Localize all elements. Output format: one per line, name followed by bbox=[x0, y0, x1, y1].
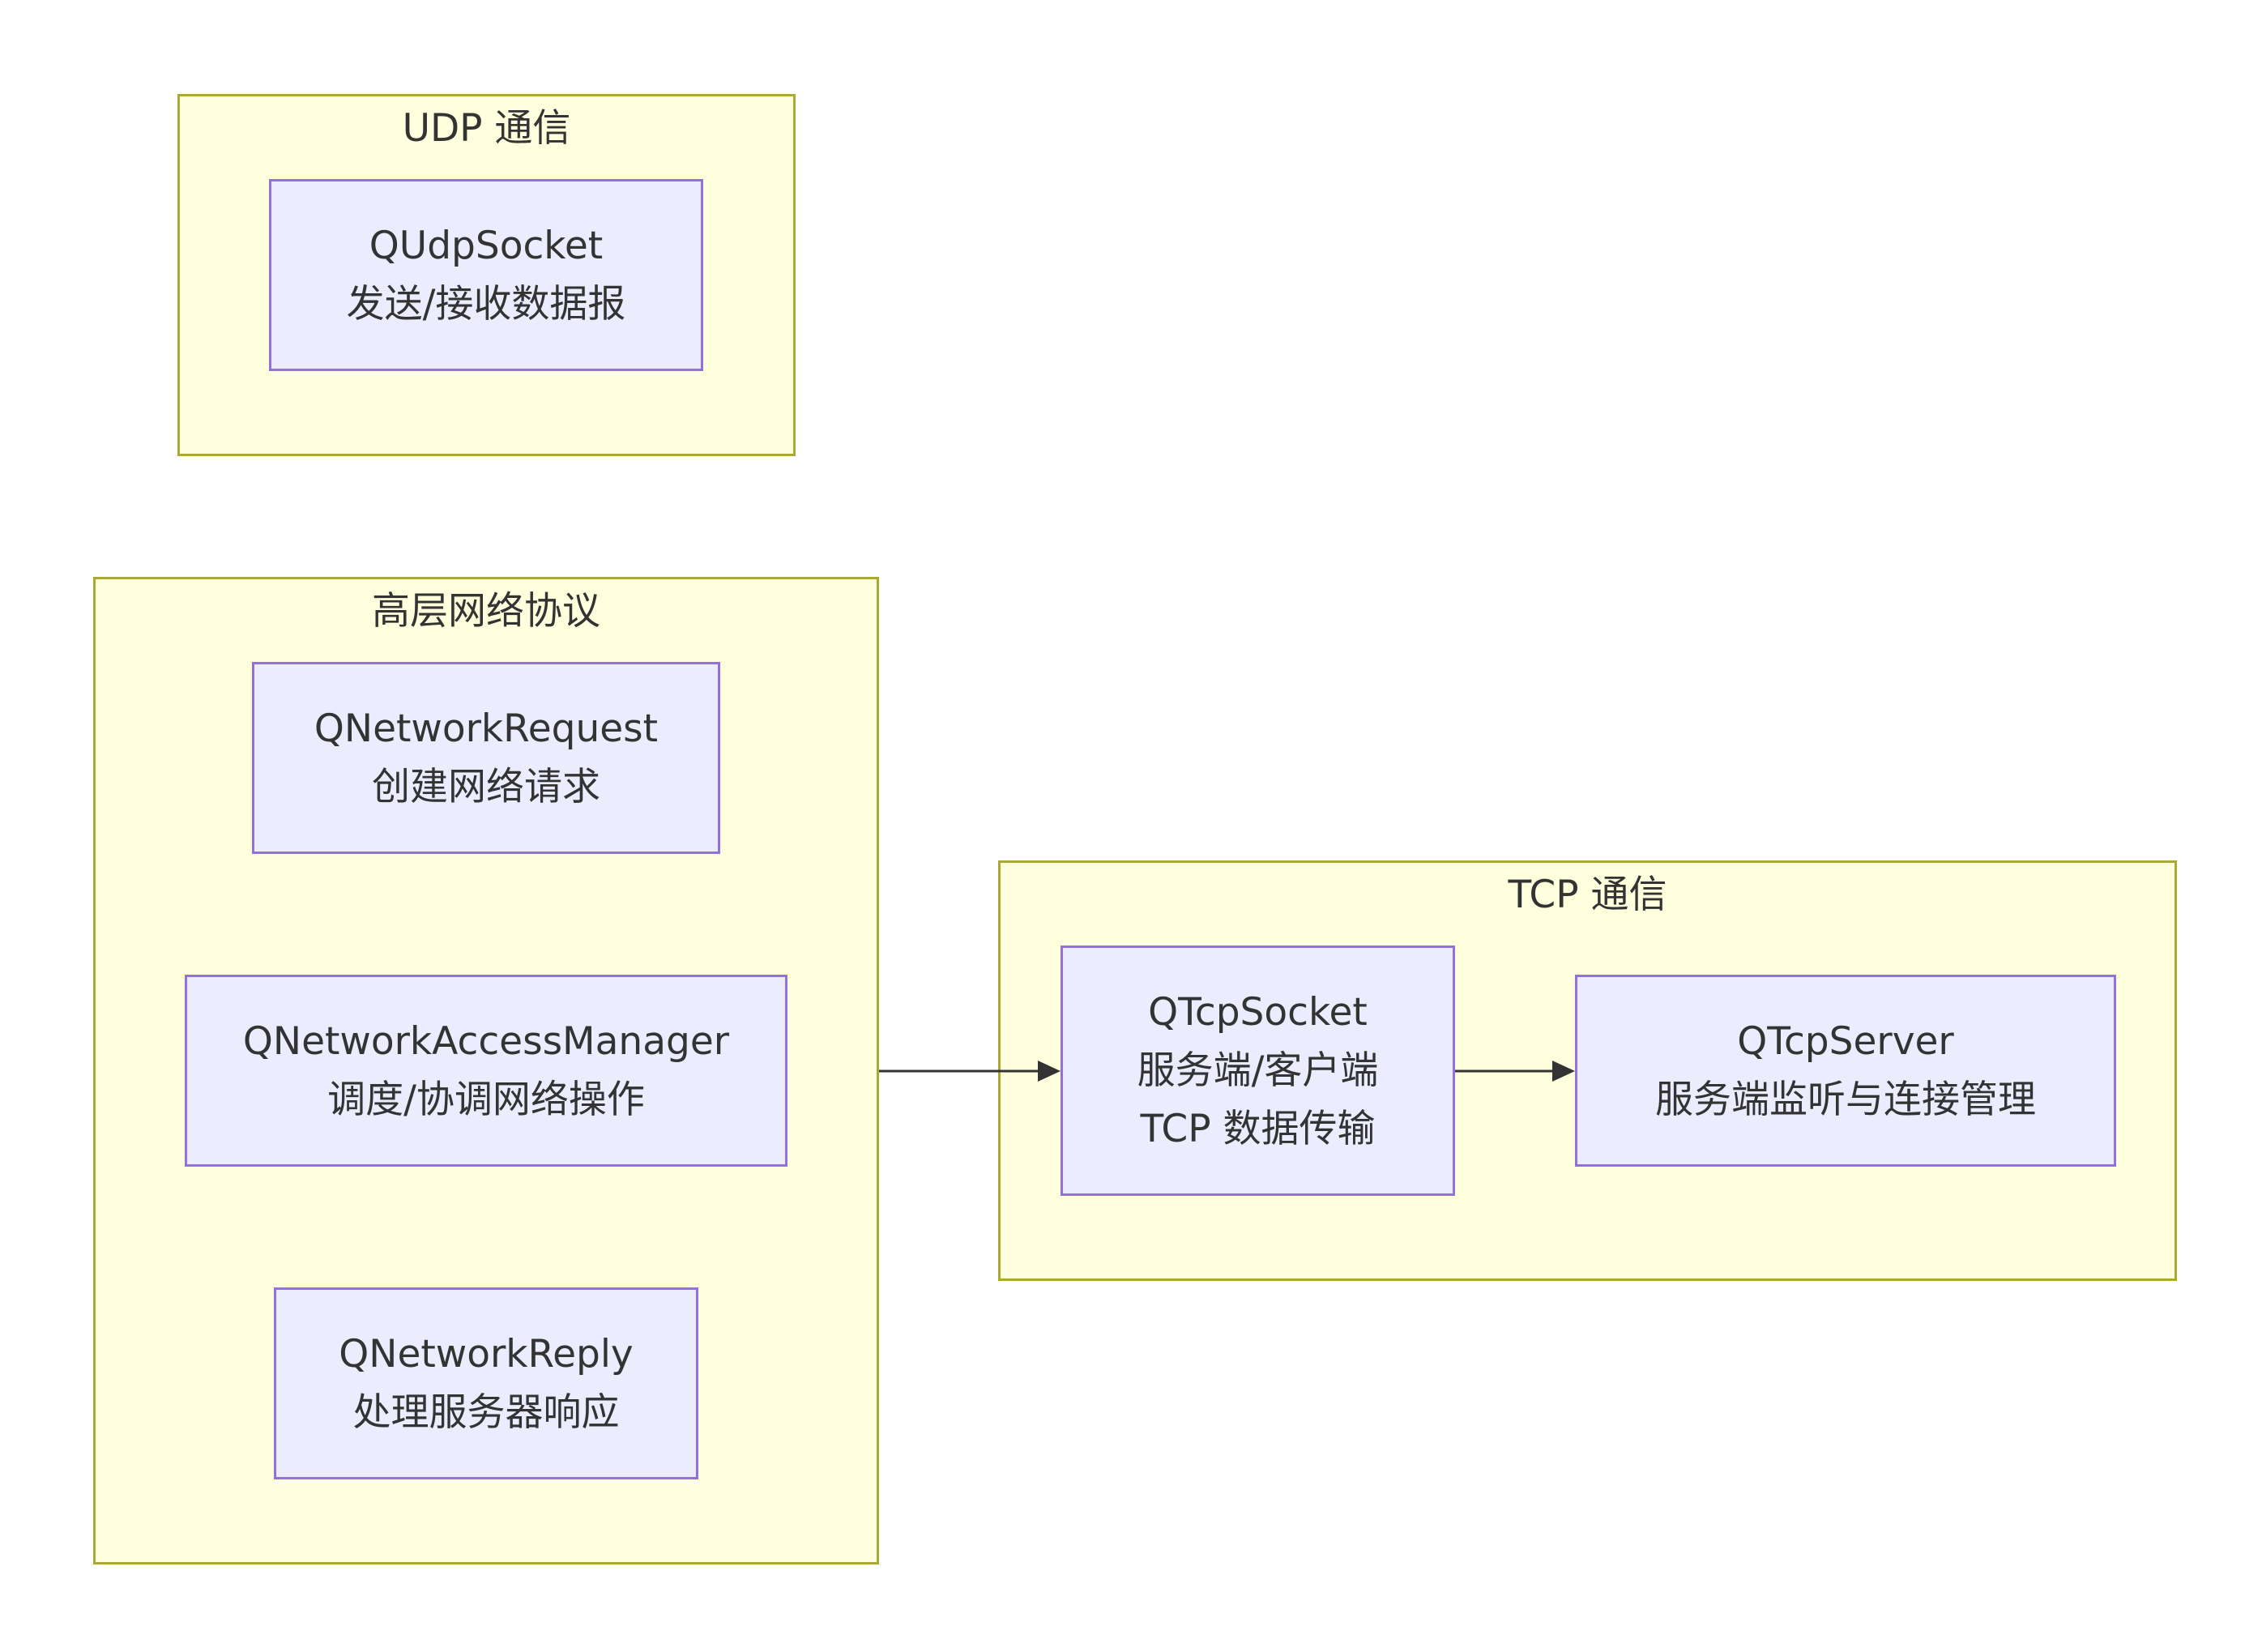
cluster-udp-title: UDP 通信 bbox=[402, 106, 571, 151]
node-qtcpsocket-name: QTcpSocket bbox=[1148, 989, 1368, 1035]
node-qtcpserver-desc: 服务端监听与连接管理 bbox=[1655, 1077, 2036, 1122]
node-qnetworkrequest-name: QNetworkRequest bbox=[314, 706, 659, 751]
node-qnetworkaccessmanager-name: QNetworkAccessManager bbox=[242, 1018, 730, 1064]
node-qnetworkrequest-desc: 创建网络请求 bbox=[372, 764, 600, 809]
node-qnetworkaccessmanager[interactable]: QNetworkAccessManager 调度/协调网络操作 bbox=[185, 975, 787, 1167]
node-qtcpserver-name: QTcpServer bbox=[1737, 1018, 1954, 1064]
node-qnetworkreply[interactable]: QNetworkReply 处理服务器响应 bbox=[274, 1287, 698, 1479]
node-qtcpsocket-desc: 服务端/客户端 bbox=[1137, 1048, 1379, 1093]
node-qtcpsocket-desc2: TCP 数据传输 bbox=[1140, 1106, 1376, 1151]
edge-high-level-to-qtcpsocket bbox=[879, 1061, 1061, 1082]
node-qnetworkreply-name: QNetworkReply bbox=[339, 1331, 634, 1377]
node-qtcpserver[interactable]: QTcpServer 服务端监听与连接管理 bbox=[1575, 975, 2116, 1167]
node-qudpsocket[interactable]: QUdpSocket 发送/接收数据报 bbox=[269, 179, 703, 371]
edge-qtcpsocket-to-qtcpserver bbox=[1455, 1061, 1575, 1082]
arrowhead-icon bbox=[1552, 1061, 1575, 1082]
arrowhead-icon bbox=[1038, 1061, 1061, 1082]
node-qtcpsocket[interactable]: QTcpSocket 服务端/客户端 TCP 数据传输 bbox=[1061, 946, 1455, 1196]
node-qudpsocket-name: QUdpSocket bbox=[369, 223, 604, 268]
cluster-tcp-title: TCP 通信 bbox=[1508, 873, 1667, 917]
cluster-high-level-title: 高层网络协议 bbox=[372, 589, 600, 634]
node-qudpsocket-desc: 发送/接收数据报 bbox=[346, 281, 626, 327]
node-qnetworkreply-desc: 处理服务器响应 bbox=[352, 1389, 620, 1435]
node-qnetworkrequest[interactable]: QNetworkRequest 创建网络请求 bbox=[252, 662, 720, 854]
node-qnetworkaccessmanager-desc: 调度/协调网络操作 bbox=[327, 1077, 645, 1122]
